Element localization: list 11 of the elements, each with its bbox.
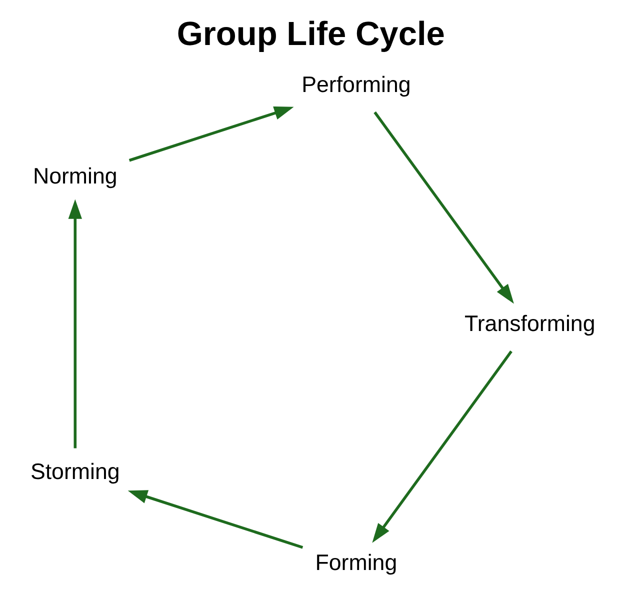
arrow: [68, 199, 82, 448]
arrow: [128, 106, 294, 162]
node-text: Transforming: [464, 311, 595, 336]
node-text: Forming: [314, 550, 397, 576]
node-text: Norming: [32, 163, 117, 188]
node-text: Storming: [30, 458, 120, 484]
arrow: [373, 111, 514, 304]
arrow: [372, 350, 512, 543]
arrow: [127, 490, 303, 549]
node-text: Performing: [301, 72, 410, 97]
diagram-title: Group Life Cycle: [176, 16, 444, 54]
